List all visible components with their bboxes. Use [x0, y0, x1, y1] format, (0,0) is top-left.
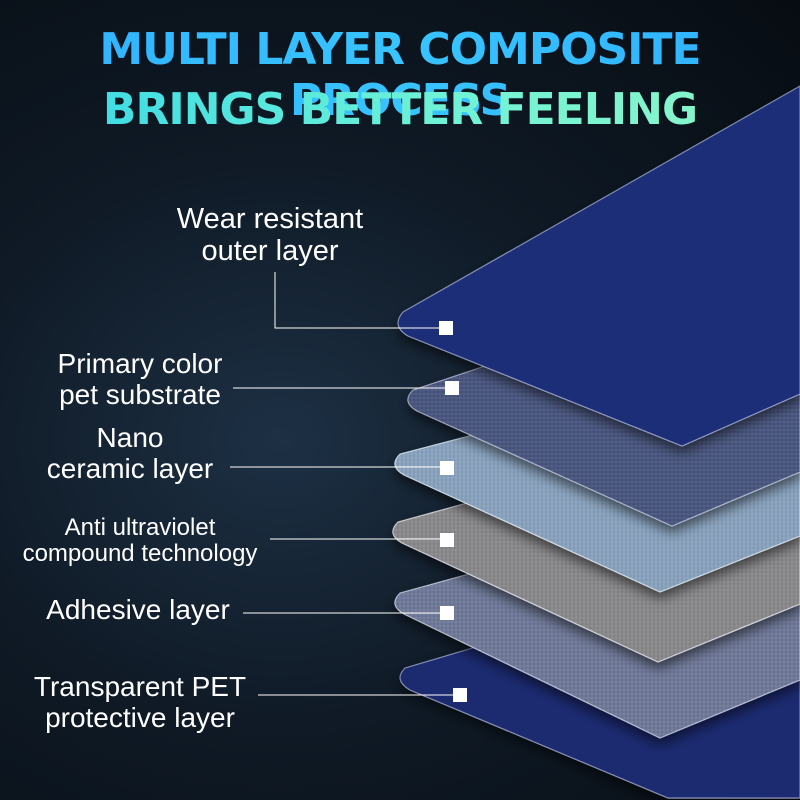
- label-adhesive: Adhesive layer: [46, 594, 230, 625]
- marker-nano-ceramic: [440, 461, 454, 475]
- marker-primary-color: [445, 381, 459, 395]
- marker-anti-uv: [440, 533, 454, 547]
- marker-adhesive: [440, 606, 454, 620]
- marker-wear-resistant: [439, 321, 453, 335]
- label-wear-resistant: Wear resistant outer layer: [176, 203, 364, 267]
- headline-line-1: MULTI LAYER COMPOSITE PROCESS: [0, 24, 800, 126]
- label-primary-color: Primary color pet substrate: [57, 348, 223, 410]
- label-nano-ceramic: Nano ceramic layer: [46, 422, 214, 484]
- marker-transparent-pet: [453, 688, 467, 702]
- layer-sheet-wear-resistant: [397, 85, 800, 447]
- leader-line-wear-resistant: [274, 272, 446, 329]
- label-transparent-pet: Transparent PET protective layer: [33, 671, 247, 733]
- headline-line-2: BRINGS BETTER FEELING: [0, 84, 800, 135]
- label-anti-uv: Anti ultraviolet compound technology: [22, 514, 258, 568]
